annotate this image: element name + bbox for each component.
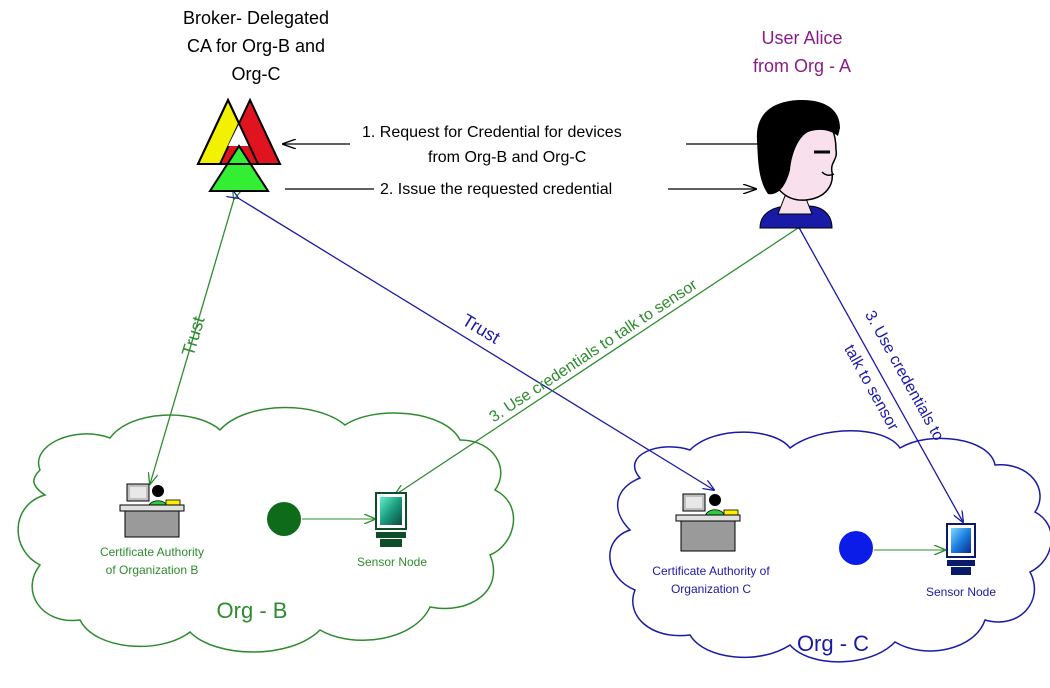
user-alice-icon bbox=[756, 100, 840, 229]
trust-b-link bbox=[150, 199, 234, 484]
ca-c-label-line-2: Organization C bbox=[671, 582, 751, 596]
org-b-node-circle bbox=[267, 502, 301, 536]
use-b-link bbox=[395, 228, 798, 495]
sensor-b-icon bbox=[375, 492, 407, 547]
use-c-link bbox=[797, 224, 963, 522]
ca-c-workstation-icon bbox=[675, 493, 741, 552]
use-b-label: 3. Use credentials to talk to sensor bbox=[486, 276, 701, 426]
trust-b-label: Trust bbox=[178, 314, 209, 358]
sensor-b-label: Sensor Node bbox=[357, 555, 427, 569]
ca-b-workstation-icon bbox=[119, 483, 185, 538]
request-label-line-1: 1. Request for Credential for devices bbox=[362, 124, 622, 141]
broker-title-line-3: Org-C bbox=[232, 64, 281, 84]
broker-title-line-2: CA for Org-B and bbox=[187, 36, 325, 56]
broker-title-line-1: Broker- Delegated bbox=[183, 8, 329, 28]
sensor-c-icon bbox=[946, 523, 976, 575]
org-c-node-circle bbox=[839, 531, 873, 565]
ca-b-label-line-2: of Organization B bbox=[106, 563, 199, 577]
trust-c-label: Trust bbox=[459, 310, 504, 348]
request-label-line-2: from Org-B and Org-C bbox=[428, 149, 586, 166]
org-c-name: Org - C bbox=[797, 631, 869, 656]
org-b-name: Org - B bbox=[217, 598, 288, 623]
org-c-cloud bbox=[609, 430, 1050, 663]
sensor-c-label: Sensor Node bbox=[926, 585, 996, 599]
user-title-line-2: from Org - A bbox=[753, 56, 851, 76]
user-title-line-1: User Alice bbox=[761, 28, 842, 48]
issue-label: 2. Issue the requested credential bbox=[380, 181, 612, 198]
broker-ca-icon bbox=[196, 97, 282, 192]
ca-c-label-line-1: Certificate Authority of bbox=[652, 564, 770, 578]
ca-b-label-line-1: Certificate Authority bbox=[100, 545, 204, 559]
